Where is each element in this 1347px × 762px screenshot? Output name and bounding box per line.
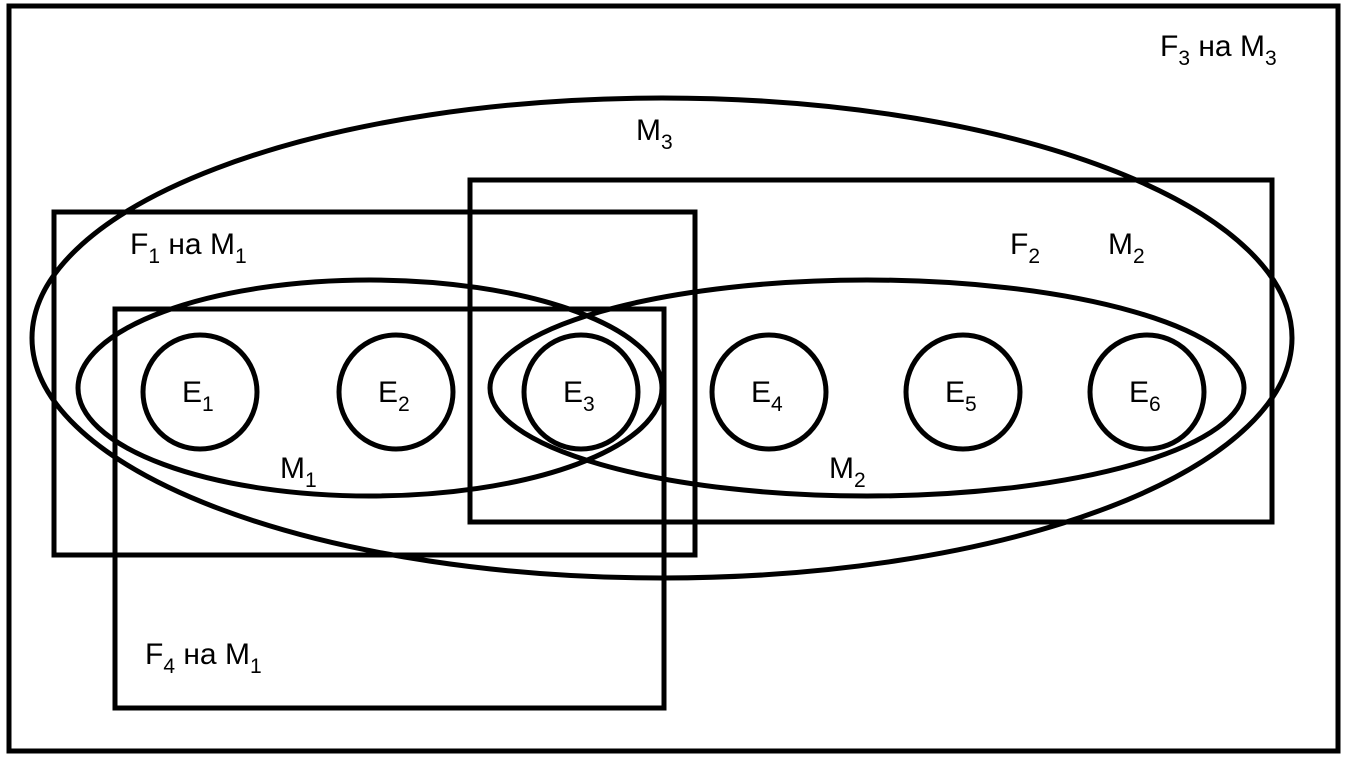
element-circle-e2 — [336, 332, 456, 452]
label-f3-on-m3: F3 на M3 — [1160, 30, 1277, 70]
element-circle-e5 — [903, 332, 1023, 452]
element-circles — [140, 332, 1207, 452]
label-m2: M2 — [829, 452, 866, 492]
label-e1: E1 — [182, 376, 214, 416]
frame-f3-on-m3 — [6, 3, 1341, 754]
label-m3: M3 — [636, 114, 673, 154]
label-e5: E5 — [945, 376, 977, 416]
ellipse-m1 — [75, 277, 665, 499]
label-f4-on-m1: F4 на M1 — [145, 638, 262, 678]
ellipse-m2 — [487, 277, 1247, 499]
label-m1: M1 — [280, 452, 317, 492]
label-f1-on-m1: F1 на M1 — [130, 228, 247, 268]
frame-f4-on-m1 — [112, 306, 667, 711]
label-e3: E3 — [563, 376, 595, 416]
label-e4: E4 — [751, 376, 783, 416]
frame-f1-on-m1 — [51, 209, 698, 558]
label-e2: E2 — [378, 376, 410, 416]
element-circle-e4 — [709, 332, 829, 452]
element-circle-e1 — [140, 332, 260, 452]
label-m2-top: M2 — [1108, 228, 1145, 268]
label-f2: F2 — [1010, 228, 1040, 268]
label-e6: E6 — [1129, 376, 1161, 416]
element-circle-e3 — [521, 332, 641, 452]
element-circle-e6 — [1087, 332, 1207, 452]
frame-f2 — [467, 177, 1275, 525]
